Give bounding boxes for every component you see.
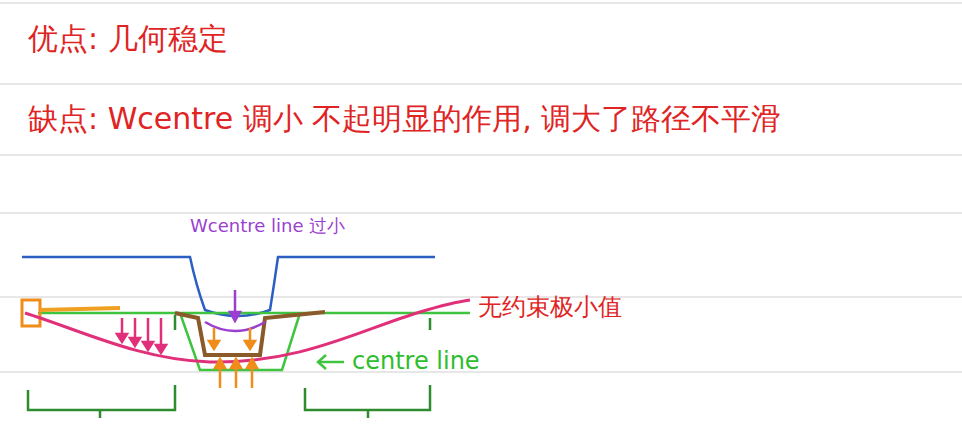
orange-arrows <box>209 328 257 388</box>
purple-arrow <box>230 290 240 321</box>
advantage-note: 优点: 几何稳定 <box>28 22 228 57</box>
minimum-label: 无约束极小值 <box>478 294 622 322</box>
blue-boundary <box>22 257 435 316</box>
orange-start-box <box>22 300 40 326</box>
disadvantage-note: 缺点: Wcentre 调小 不起明显的作用, 调大了路径不平滑 <box>28 102 781 137</box>
red-arrows <box>117 318 166 353</box>
centre-line-arrow <box>318 355 344 369</box>
green-line <box>38 312 470 315</box>
ruled-lines <box>0 3 962 372</box>
brown-path <box>175 312 325 355</box>
centre-line-label: centre line <box>352 348 480 376</box>
orange-path <box>40 308 120 310</box>
purple-label: Wcentre line 过小 <box>190 216 345 237</box>
